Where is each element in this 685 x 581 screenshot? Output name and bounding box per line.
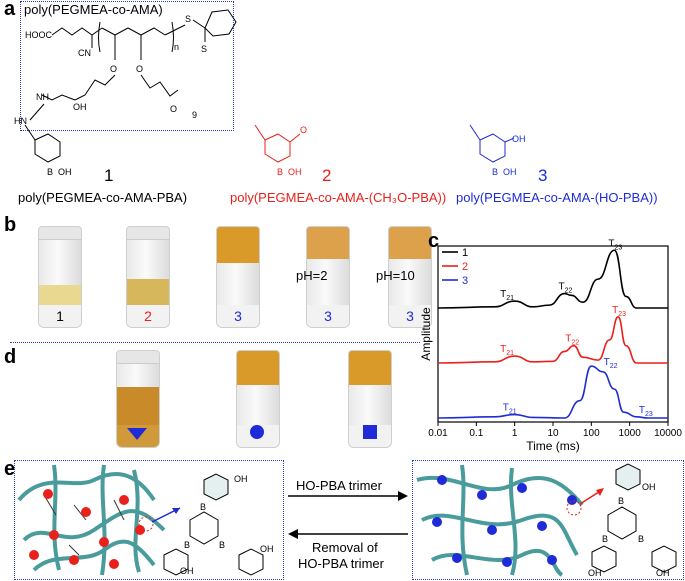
- peak-label-2-3: T23: [612, 305, 626, 318]
- ph10-label: pH=10: [376, 268, 415, 283]
- n-label: n: [174, 42, 179, 52]
- vial-3-label: 3: [234, 308, 242, 324]
- compound-2-number: 2: [322, 166, 332, 185]
- o-label: O: [110, 64, 117, 74]
- peak-label-1-1: T21: [500, 289, 514, 302]
- compound-2-name: poly(PEGMEA-co-AMA-(CH₃O-PBA)): [230, 190, 447, 205]
- x-tick-label: 10000: [654, 428, 682, 439]
- forward-arrow-label: HO-PBA trimer: [296, 478, 382, 493]
- cn-label: CN: [78, 48, 91, 58]
- vial-1-label: 1: [56, 308, 64, 324]
- legend-3-label: 3: [462, 275, 468, 287]
- crosslinked-network: B B B OH OH OH: [17, 464, 274, 576]
- vial-1: 1: [38, 226, 82, 328]
- peak-label-2-1: T21: [500, 344, 514, 357]
- series-3-line: [437, 365, 669, 419]
- linear-network: B B B OH OH OH: [416, 463, 677, 578]
- peak-label-1-2: T22: [559, 282, 573, 295]
- compound-3-number: 3: [538, 166, 548, 185]
- oh-label: OH: [288, 167, 302, 177]
- b-label: B: [184, 540, 190, 550]
- ph2-label: pH=2: [296, 268, 328, 283]
- x-tick-label: 0.1: [469, 428, 483, 439]
- x-tick-label: 1000: [619, 428, 642, 439]
- b-label: B: [219, 540, 225, 550]
- oh-label: OH: [73, 102, 87, 112]
- compound-1-name: poly(PEGMEA-co-AMA-PBA): [18, 190, 188, 205]
- vial-4-label: 3: [324, 308, 332, 324]
- oh-label: OH: [656, 568, 670, 578]
- oh-label: OH: [260, 544, 274, 554]
- cooh-label: HOOC: [25, 30, 53, 40]
- b-label: B: [200, 502, 206, 512]
- legend-1-label: 1: [462, 247, 468, 259]
- box-title: poly(PEGMEA-co-AMA): [24, 2, 163, 17]
- vial-3: 3: [216, 226, 260, 328]
- y-axis-label: Amplitude: [420, 307, 433, 361]
- peak-label-1-3: T23: [608, 238, 622, 251]
- compound-3-name: poly(PEGMEA-co-AMA-(HO-PBA)): [456, 190, 658, 205]
- x-tick-label: 0.01: [428, 428, 448, 439]
- oh-label: OH: [512, 134, 526, 144]
- nh-label: NH: [36, 92, 49, 102]
- x-axis-label: Time (ms): [526, 439, 580, 453]
- oh-label: OH: [58, 167, 72, 177]
- reaction-arrows: [288, 491, 408, 539]
- hn-label: HN: [14, 116, 27, 126]
- panel-e-label: e: [4, 458, 16, 480]
- peak-label-3-1: T21: [503, 403, 517, 416]
- b-label: B: [618, 496, 624, 506]
- vial-5-label: 3: [406, 308, 414, 324]
- o-label: O: [170, 104, 177, 114]
- ome-label: O: [300, 125, 307, 135]
- compound-1-number: 1: [104, 166, 114, 185]
- o-label: O: [136, 64, 143, 74]
- x-tick-label: 1: [512, 428, 518, 439]
- oh-label: OH: [503, 167, 517, 177]
- oh-label: OH: [588, 568, 602, 578]
- chemical-structures: HOOC CN n S S O O OH NH HN O 9: [14, 9, 237, 126]
- legend-2-label: 2: [462, 261, 468, 273]
- panel-b-label: b: [4, 214, 17, 236]
- s-label: S: [185, 14, 191, 24]
- polymer-backbone-box: [20, 1, 234, 131]
- vial-5: 3: [388, 226, 432, 328]
- nine-label: 9: [192, 110, 197, 120]
- b-label: B: [492, 167, 498, 177]
- b-label: B: [47, 167, 53, 177]
- vial-2: 2: [126, 226, 170, 328]
- panel-a-label: a: [4, 0, 16, 20]
- s-label: S: [201, 44, 207, 54]
- square-marker: [363, 425, 377, 439]
- triangle-marker: [127, 428, 147, 440]
- oh-label: OH: [642, 482, 656, 492]
- plot-frame: [437, 245, 669, 423]
- reverse-arrow-label-2: HO-PBA trimer: [298, 556, 384, 571]
- crosslinked-network-box: [14, 460, 284, 580]
- peak-label-3-2: T22: [604, 357, 618, 370]
- b-label: B: [602, 534, 608, 544]
- circle-marker: [250, 425, 264, 439]
- panel-d-label: d: [4, 346, 17, 368]
- series-2-line: [437, 315, 668, 364]
- peak-label-3-3: T23: [639, 405, 653, 418]
- b-label: B: [277, 167, 283, 177]
- x-tick-label: 100: [583, 428, 600, 439]
- linear-network-box: [412, 460, 684, 580]
- panel-separator: [10, 342, 420, 343]
- structure-1: HOOC CN n S S O O OH NH HN O 9: [14, 9, 237, 126]
- vial-d-1: [116, 350, 160, 448]
- oh-label: OH: [180, 566, 194, 576]
- panel-c-label: c: [428, 230, 440, 252]
- b-label: B: [638, 534, 644, 544]
- vial-4: 3: [306, 226, 350, 328]
- series-1-line: [437, 249, 668, 309]
- x-tick-label: 10: [547, 428, 559, 439]
- vial-2-label: 2: [144, 308, 152, 324]
- pba-rings: B OH O B OH OH B OH: [24, 124, 526, 177]
- peak-label-2-2: T22: [565, 334, 579, 347]
- oh-label: OH: [234, 474, 248, 484]
- reverse-arrow-label-1: Removal of: [312, 540, 378, 555]
